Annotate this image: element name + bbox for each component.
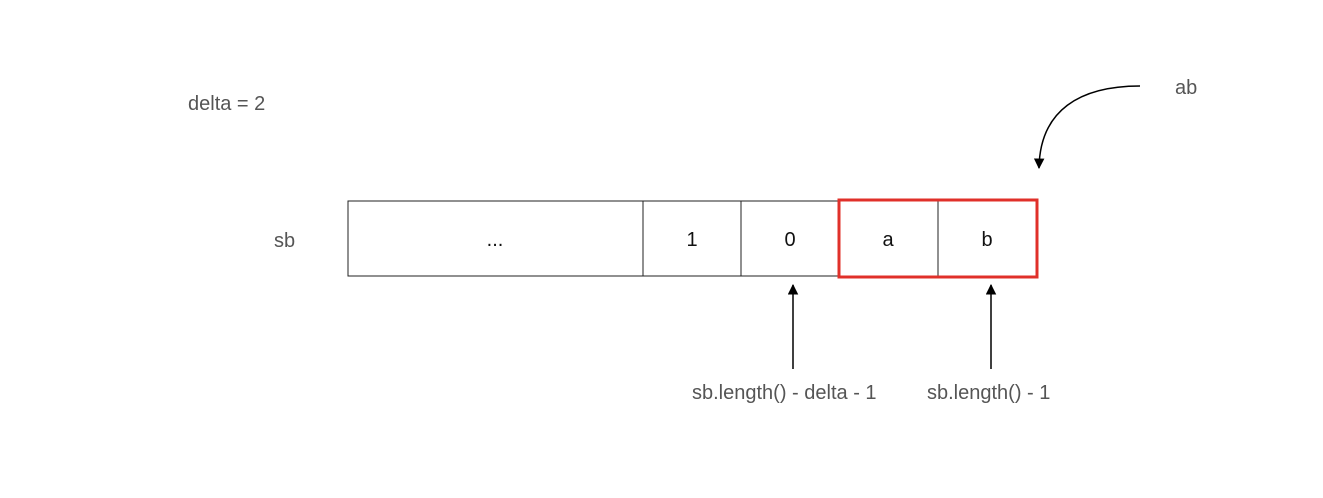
curved-arrow (1033, 85, 1141, 170)
array-cells: ... 1 0 a b (347, 200, 1038, 277)
cell-box-1 (642, 200, 742, 277)
cell-box-0 (740, 200, 840, 277)
cell-box-a (838, 200, 939, 277)
cell-text-ellipsis: ... (487, 229, 504, 251)
cell-text-0: 0 (784, 229, 795, 251)
highlight-label: ab (1175, 77, 1198, 99)
cell-box-ellipsis (347, 200, 644, 277)
cell-text-1: 1 (686, 229, 697, 251)
array-label: sb (274, 230, 296, 252)
highlight-box (837, 198, 1039, 279)
cell-box-b (937, 200, 1038, 277)
pointer-label-left: sb.length() - delta - 1 (692, 382, 877, 404)
delta-label: delta = 2 (188, 93, 266, 115)
cell-text-a: a (882, 229, 894, 251)
cell-text-b: b (981, 229, 992, 251)
pointer-label-right: sb.length() - 1 (927, 382, 1051, 404)
